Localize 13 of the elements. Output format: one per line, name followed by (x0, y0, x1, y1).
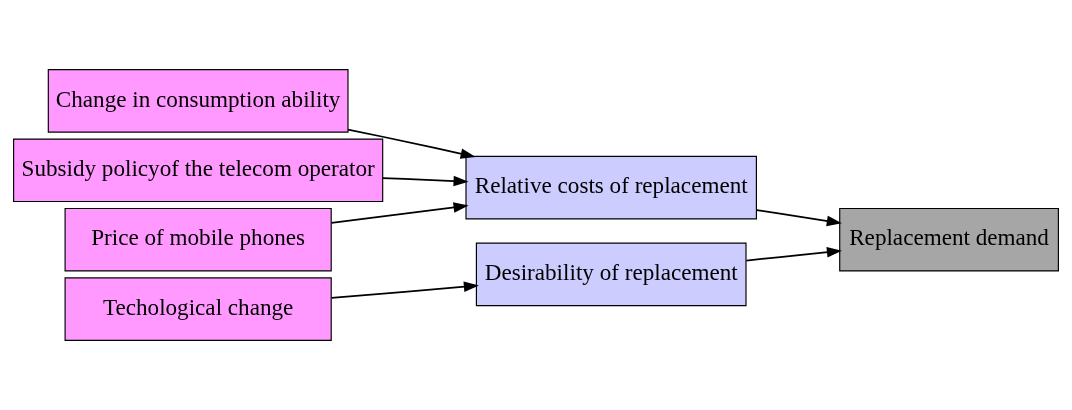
arrow (330, 202, 469, 224)
node-box: Change in consumption ability (47, 69, 349, 133)
arrow (755, 209, 842, 227)
arrow (347, 128, 476, 159)
node-box: Techological change (64, 277, 332, 341)
node-box: Relative costs of replacement (465, 155, 757, 220)
arrow (381, 175, 469, 187)
node-box: Replacement demand (839, 207, 1059, 272)
node-box: Price of mobile phones (64, 207, 332, 272)
node-box: Subsidy policyof the telecom operator (13, 138, 384, 203)
arrow (330, 281, 479, 299)
node-box: Desirability of replacement (475, 242, 747, 307)
arrow (745, 246, 842, 262)
